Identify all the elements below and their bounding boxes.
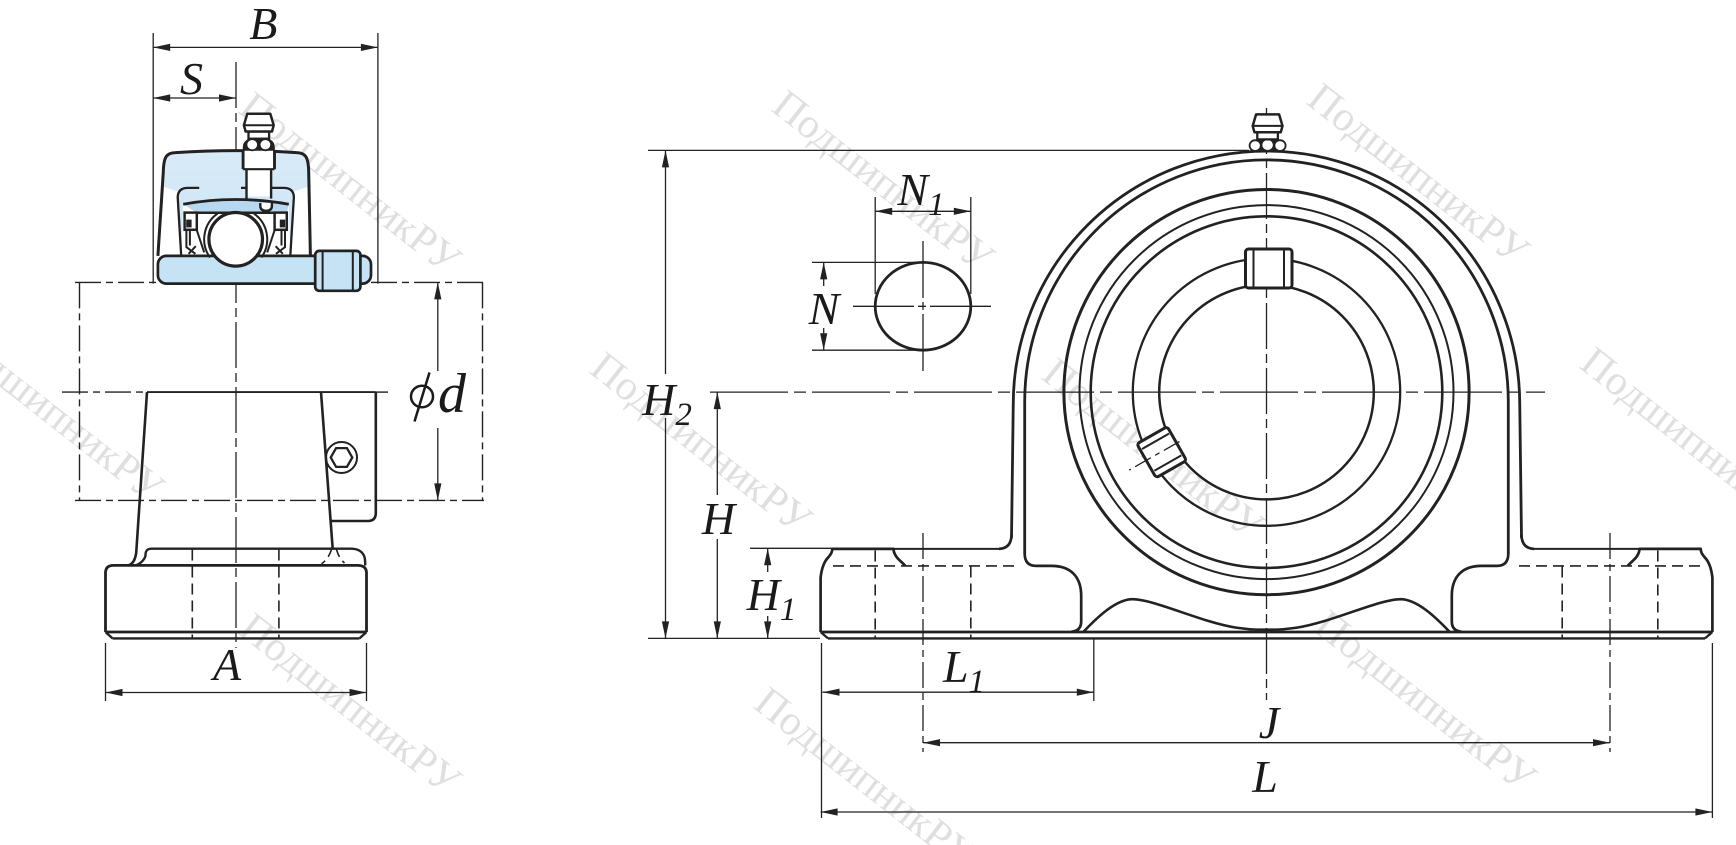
svg-text:J: J (1259, 697, 1282, 748)
svg-text:d: d (438, 363, 467, 425)
svg-text:B: B (249, 0, 277, 49)
svg-text:H2: H2 (641, 374, 692, 433)
svg-text:H: H (701, 493, 738, 544)
svg-text:L: L (1251, 751, 1278, 802)
svg-text:N: N (808, 283, 842, 334)
svg-text:A: A (210, 639, 242, 690)
svg-text:S: S (180, 53, 203, 104)
